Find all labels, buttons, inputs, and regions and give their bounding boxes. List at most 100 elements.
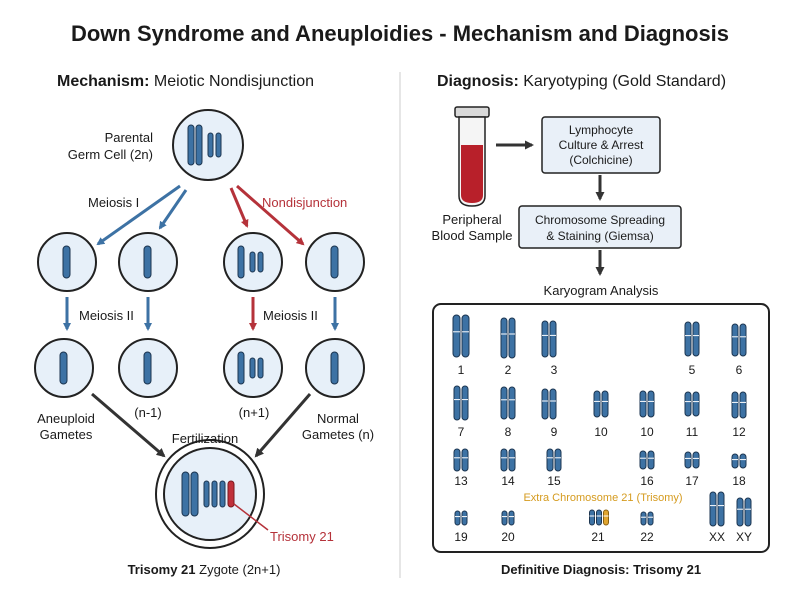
karyotype-label: 20 (501, 530, 515, 544)
karyotype-label: XY (735, 530, 753, 544)
karyotype-chromosome (461, 448, 469, 472)
karyotype-label: 19 (454, 530, 468, 544)
karyotype-chromosome (453, 385, 461, 421)
karyotype-chromosome (508, 448, 516, 472)
karyotype-chromosome (736, 497, 744, 527)
karyotype-label: XX (708, 530, 726, 544)
karyotype-chromosome (500, 386, 508, 420)
meiosis2-left-label: Meiosis II (79, 308, 134, 323)
karyotype-label: 15 (547, 474, 561, 488)
diagnosis-heading: Diagnosis: Karyotyping (Gold Standard) (437, 72, 726, 92)
karyotype-label: 8 (504, 425, 512, 439)
karyotype-chromosome (647, 390, 655, 418)
chromosome (143, 351, 152, 385)
karyotype-chromosome (461, 510, 468, 526)
step-spreading-line2: & Staining (Giemsa) (546, 229, 654, 243)
karyotype-chromosome (647, 450, 655, 470)
parental-chromosomes (187, 124, 222, 166)
step-culture-line2: Culture & Arrest (558, 138, 644, 152)
final-diagnosis-label: Definitive Diagnosis: Trisomy 21 (500, 562, 702, 577)
karyotype-chromosome (589, 509, 595, 526)
n-plus-label: (n+1) (238, 405, 270, 420)
karyotype-chromosome (739, 323, 747, 357)
karyotype-chromosome (453, 448, 461, 472)
karyotype-label: 16 (640, 474, 654, 488)
zygote-cell (163, 447, 257, 541)
karyotype-label: 18 (732, 474, 746, 488)
karyotype-label: 3 (550, 363, 558, 377)
mechanism-heading: Mechanism: Meiotic Nondisjunction (57, 72, 314, 92)
karyotype-label: 10 (640, 425, 654, 439)
karyotype-chromosome (549, 320, 557, 358)
zygote-caption: Trisomy 21 Zygote (2n+1) (128, 562, 281, 577)
karyotype-label: 13 (454, 474, 468, 488)
karyotype-chromosome (731, 323, 739, 357)
karyotype-chromosome (639, 390, 647, 418)
step-culture-box (541, 116, 661, 174)
aneuploid-label-line1: Aneuploid (37, 411, 95, 426)
step-culture-line1: Lymphocyte (568, 123, 634, 137)
karyotype-chromosome (731, 391, 739, 419)
karyotype-chromosome (541, 388, 549, 420)
mechanism-heading-bold: Mechanism: (57, 73, 150, 90)
aneuploid-label-line2: Gametes (39, 427, 93, 442)
karyotype-chromosome (593, 390, 601, 418)
normal-label-line2: Gametes (n) (301, 427, 375, 442)
karyogram-chromosomes (452, 314, 752, 527)
karyotype-chromosome (500, 317, 508, 359)
karyotype-chromosome (731, 453, 739, 469)
karyotype-chromosome (452, 314, 461, 358)
zygote-caption-bold: Trisomy 21 (127, 562, 196, 577)
chromosome (59, 351, 68, 385)
karyotype-chromosome (684, 391, 692, 417)
karyotype-chromosome (461, 314, 470, 358)
chromosome-group (237, 245, 264, 279)
karyotype-chromosome (739, 453, 747, 469)
normal-label-line1: Normal (317, 411, 359, 426)
karyotype-chromosome (744, 497, 752, 527)
karyotype-chromosome (684, 451, 692, 469)
karyotype-chromosome (601, 390, 609, 418)
karyogram-box (432, 303, 770, 553)
karyotype-chromosome (508, 510, 515, 526)
karyotype-label: 22 (640, 530, 654, 544)
n-minus-label: (n-1) (134, 405, 162, 420)
arrow-fertilization-left (91, 392, 166, 458)
karyotype-chromosome (454, 510, 461, 526)
karyotype-label: 9 (550, 425, 558, 439)
karyotype-label: 17 (685, 474, 699, 488)
karyotype-chromosome (549, 388, 557, 420)
step-culture-line3: (Colchicine) (569, 153, 633, 167)
blood-tube (454, 106, 490, 207)
chromosome-group (237, 351, 264, 385)
karyotype-chromosome (500, 448, 508, 472)
arrow-fertilization-right (254, 393, 312, 458)
extra-chromosome-21 (603, 509, 609, 526)
step-spreading-box (518, 205, 682, 249)
karyogram-label: Karyogram Analysis (543, 283, 659, 298)
karyotype-label: 11 (685, 425, 699, 439)
trisomy-label: Trisomy 21 (270, 529, 334, 544)
karyotype-chromosome (692, 321, 700, 357)
karyotype-label: 14 (501, 474, 515, 488)
karyotype-chromosome (546, 448, 554, 472)
trisomy-chromosome (227, 480, 235, 508)
karyotype-label: 21 (591, 530, 605, 544)
trisomy-pointer (233, 503, 269, 531)
karyotype-label: 1 (457, 363, 465, 377)
karyotype-chromosome (717, 491, 725, 527)
karyotype-chromosome (684, 321, 692, 357)
blood-label-line1: Peripheral (442, 212, 502, 227)
blood-label-line2: Blood Sample (431, 228, 513, 243)
chromosome (330, 351, 339, 385)
fertilization-label: Fertilization (171, 431, 239, 446)
karyotype-chromosome (692, 391, 700, 417)
karyotype-chromosome (692, 451, 700, 469)
parental-label-line2: Germ Cell (2n) (67, 147, 153, 162)
karyotype-label: 10 (594, 425, 608, 439)
karyotype-chromosome (647, 511, 654, 526)
karyotype-chromosome (596, 509, 602, 526)
diagnosis-heading-rest: Karyotyping (Gold Standard) (523, 73, 727, 90)
arrow-meiosis1-left-2 (158, 189, 188, 230)
karyotype-label: 7 (457, 425, 465, 439)
